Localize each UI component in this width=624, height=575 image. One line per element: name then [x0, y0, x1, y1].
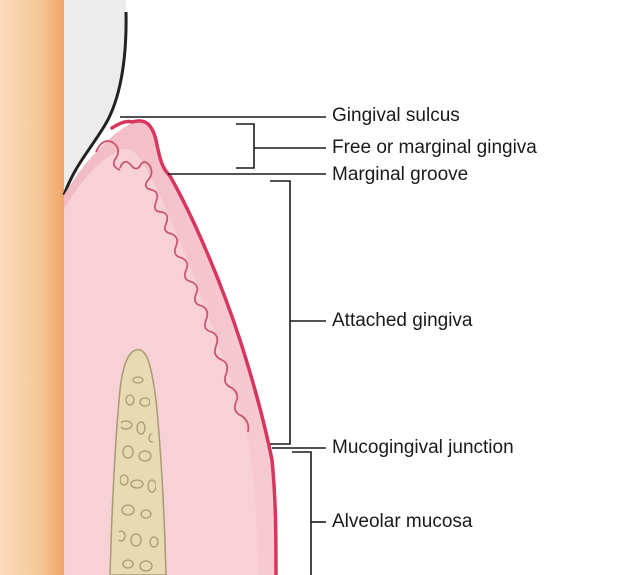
alveolar-bone [109, 349, 167, 575]
gingiva-outline [110, 119, 278, 575]
free-gingiva-bracket [236, 123, 255, 169]
sulcus-curl [95, 140, 121, 171]
connective-tissue [64, 149, 258, 575]
label-alveolar-mucosa: Alveolar mucosa [332, 511, 473, 532]
tooth-root [0, 0, 64, 575]
attached-gingiva-bracket [270, 180, 291, 445]
label-mucogingival-junction: Mucogingival junction [332, 437, 514, 458]
alveolar-mucosa-bracket [292, 451, 312, 575]
tooth-enamel [64, 0, 127, 195]
label-marginal-groove: Marginal groove [332, 164, 469, 185]
label-attached-gingiva: Attached gingiva [332, 310, 473, 331]
label-gingival-sulcus: Gingival sulcus [332, 105, 460, 126]
leader-lines [120, 116, 326, 575]
enamel-outline [62, 11, 128, 196]
label-free-marginal-gingiva: Free or marginal gingiva [332, 137, 537, 158]
rete-ridges [119, 160, 250, 433]
